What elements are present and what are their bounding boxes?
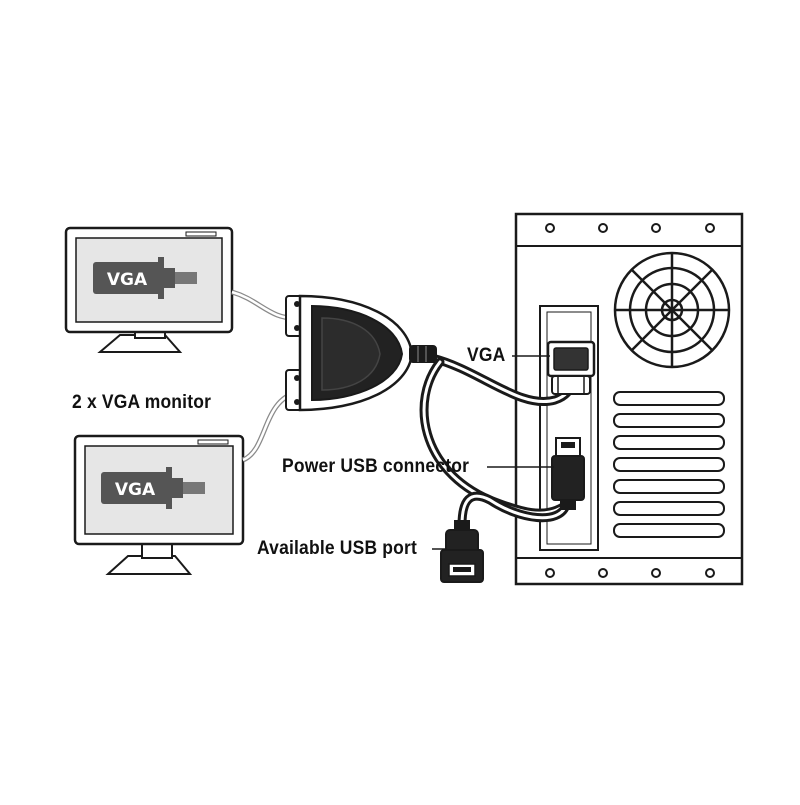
- vent-slots: [613, 391, 725, 538]
- available-usb-label: Available USB port: [257, 538, 418, 559]
- vga-connector-logo: VGA: [101, 467, 205, 509]
- fan-grille: [613, 251, 731, 369]
- power-usb-label: Power USB connector: [282, 456, 470, 477]
- vga-connector-logo: VGA: [93, 257, 197, 299]
- available-usb-port: [440, 520, 484, 583]
- vga-label: VGA: [467, 345, 506, 366]
- monitors-label: 2 x VGA monitor: [72, 392, 212, 413]
- screen-vga-text: VGA: [115, 480, 156, 500]
- monitor-power-led: [197, 439, 229, 445]
- vga-splitter: [285, 294, 437, 412]
- power-usb-plug: [551, 437, 585, 510]
- vga-plug: [546, 340, 596, 395]
- screen-vga-text: VGA: [107, 270, 148, 290]
- bottom-vga-monitor: VGA: [73, 434, 245, 575]
- leader-lines: [432, 355, 554, 550]
- monitor-power-led: [185, 231, 217, 237]
- top-vga-monitor: VGA: [64, 226, 234, 353]
